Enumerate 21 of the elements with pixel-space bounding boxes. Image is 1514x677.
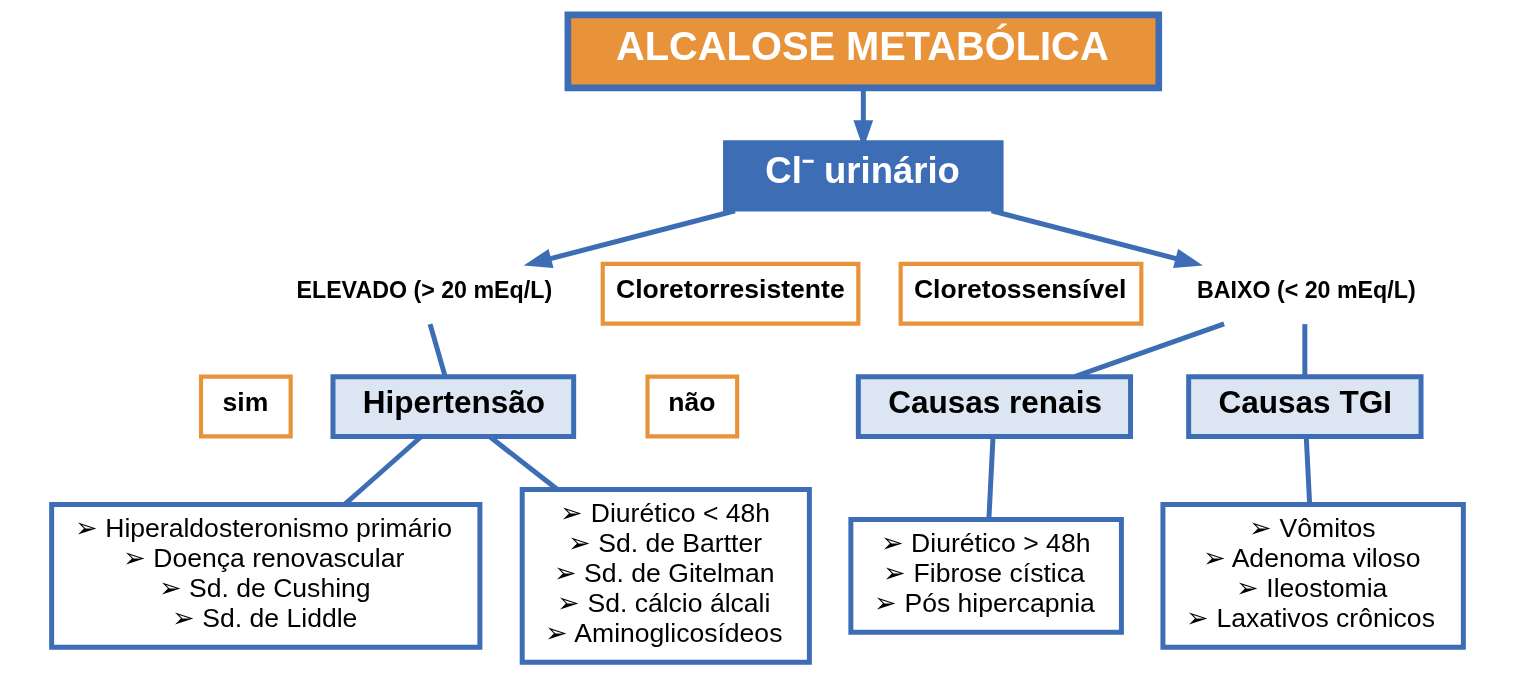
connector — [1303, 437, 1312, 505]
node-box: sim — [198, 374, 293, 439]
node-box: Cloretossensível — [898, 261, 1143, 326]
node-box: ➢ Vômitos ➢ Adenoma viloso ➢ Ileostomia ➢ Laxativos crônicos — [1159, 502, 1466, 650]
arrow — [523, 208, 736, 269]
node-box: não — [644, 374, 739, 439]
node-text: BAIXO (< 20 mEq/L) — [1196, 277, 1416, 304]
node-box: ➢ Hiperaldosteronismo primário ➢ Doença renovascular ➢ Sd. de Cushing ➢ Sd. de Liddle — [48, 502, 482, 650]
node-box: Causas TGI — [1185, 374, 1423, 439]
node-box: ➢ Diurético > 48h ➢ Fibrose cística ➢ Pós hipercapnia — [847, 516, 1124, 635]
node-box: Causas renais — [855, 374, 1133, 439]
node-box: Cloretorresistente — [600, 261, 860, 326]
connector — [1301, 324, 1307, 376]
node-box: ALCALOSE METABÓLICA — [564, 11, 1162, 92]
connector — [985, 437, 995, 519]
node-text: ELEVADO (> 20 mEq/L) — [295, 277, 552, 304]
arrow — [990, 208, 1203, 269]
node-box: ➢ Diurético < 48h ➢ Sd. de Bartter ➢ Sd. de Gitelman ➢ Sd. cálcio álcali ➢ Aminoglicosídeos — [519, 487, 812, 665]
node-box: Cl⁻ urinário — [722, 140, 1004, 212]
node-box: Hipertensão — [330, 374, 576, 439]
connector — [427, 323, 447, 377]
